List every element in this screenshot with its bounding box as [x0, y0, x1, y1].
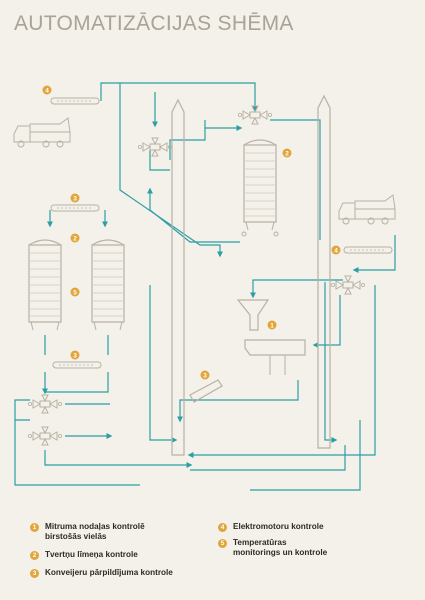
svg-text:2: 2 [285, 151, 289, 158]
badge-silos-temperature: 5 [70, 287, 80, 297]
legend-item-5: 5 Temperatūras monitorings un kontrole [218, 538, 327, 558]
svg-text:3: 3 [73, 196, 77, 203]
legend-item-2: 2 Tvertņu līmeņa kontrole [30, 550, 138, 560]
legend-badge: 3 [30, 569, 39, 578]
badge-conveyor-right: 4 [331, 245, 341, 255]
legend: 1 Mitruma nodaļas kontrolē birstošās vie… [0, 518, 425, 600]
badge-silos-level: 2 [70, 233, 80, 243]
diagram-badges: 4 2 3 2 5 1 3 3 [42, 85, 341, 380]
badge-silo-right: 2 [282, 148, 292, 158]
badge-conveyor-mid: 3 [70, 193, 80, 203]
svg-text:4: 4 [334, 248, 338, 255]
svg-text:4: 4 [45, 88, 49, 95]
badge-incline-conveyor: 3 [200, 370, 210, 380]
legend-badge: 4 [218, 523, 227, 532]
page-title: AUTOMATIZĀCIJAS SHĒMA [14, 12, 294, 35]
legend-badge: 5 [218, 539, 227, 548]
legend-badge: 2 [30, 551, 39, 560]
badge-conveyor-top: 4 [42, 85, 52, 95]
equipment [13, 97, 396, 446]
svg-text:5: 5 [73, 290, 77, 297]
legend-item-4: 4 Elektromotoru kontrole [218, 522, 324, 532]
legend-badge: 1 [30, 523, 39, 532]
flow-lines [14, 82, 396, 491]
badge-moisture: 1 [267, 320, 277, 330]
legend-label: Konveijeru pārpildījuma kontrole [45, 568, 173, 577]
legend-item-1: 1 Mitruma nodaļas kontrolē birstošās vie… [30, 522, 145, 542]
svg-text:2: 2 [73, 236, 77, 243]
legend-label: Mitruma nodaļas kontrolē birstošās vielā… [45, 522, 145, 541]
badge-conveyor-bottom: 3 [70, 350, 80, 360]
svg-text:3: 3 [203, 373, 207, 380]
svg-text:1: 1 [270, 323, 274, 330]
legend-item-3: 3 Konveijeru pārpildījuma kontrole [30, 568, 173, 578]
legend-label: Elektromotoru kontrole [233, 522, 324, 531]
svg-text:3: 3 [73, 353, 77, 360]
legend-label: Tvertņu līmeņa kontrole [45, 550, 138, 559]
automation-diagram: 4 2 3 2 5 1 3 3 [13, 82, 396, 491]
bucket-elevators [171, 94, 331, 456]
legend-label: Temperatūras monitorings un kontrole [233, 538, 328, 557]
